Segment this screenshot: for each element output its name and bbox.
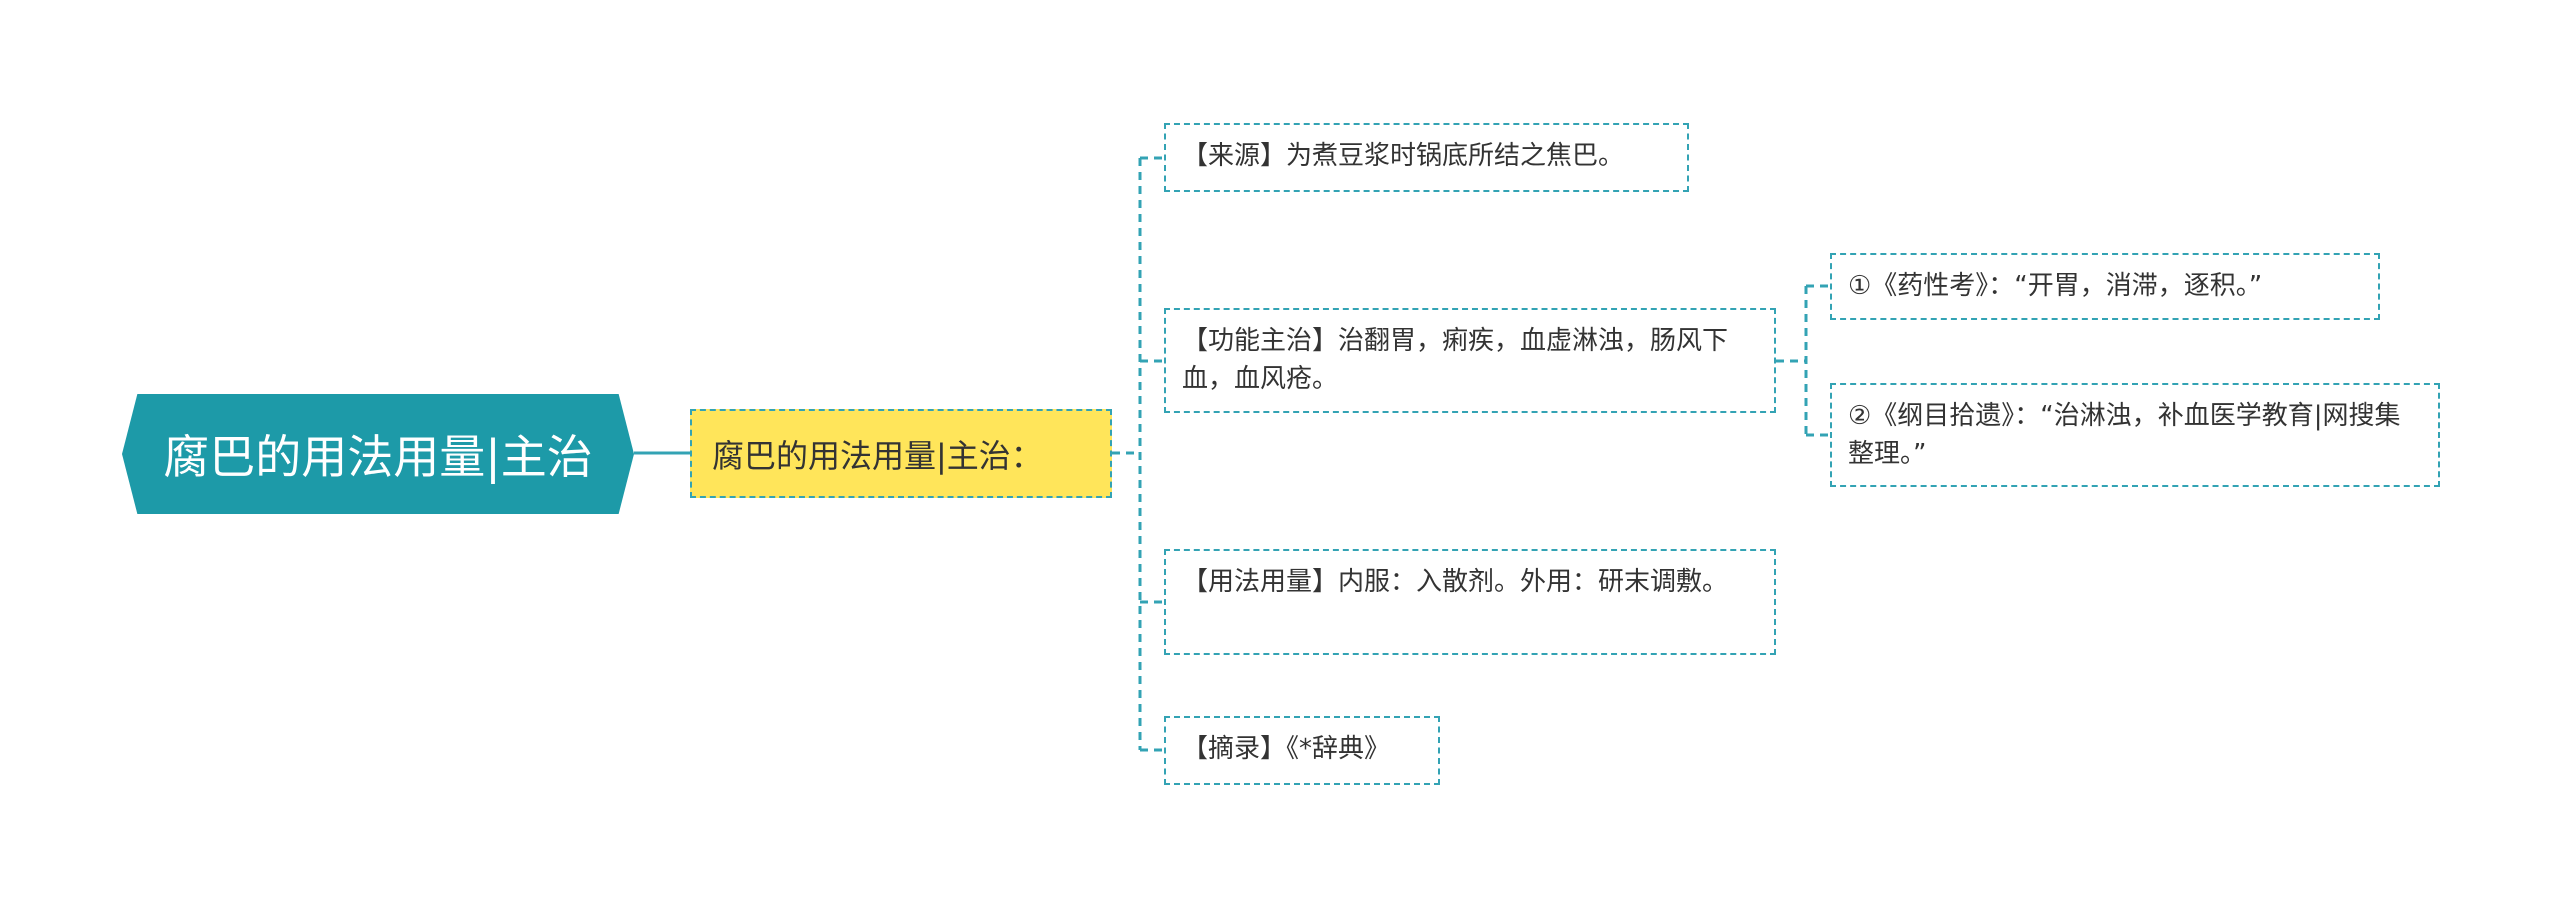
- sub-leaf-yaoxingkao-label: ①《药性考》：“开胃，消滞，逐积。”: [1848, 271, 2263, 301]
- leaf-source[interactable]: 【来源】为煮豆浆时锅底所结之焦巴。: [1164, 123, 1689, 192]
- sub-leaf-gangmu[interactable]: ②《纲目拾遗》：“治淋浊，补血医学教育|网搜集整理。”: [1830, 383, 2440, 487]
- leaf-dosage[interactable]: 【用法用量】内服：入散剂。外用：研末调敷。: [1164, 549, 1776, 655]
- branch-topic-label: 腐巴的用法用量|主治：: [712, 436, 1043, 475]
- leaf-dosage-label: 【用法用量】内服：入散剂。外用：研末调敷。: [1182, 567, 1729, 597]
- sub-leaf-gangmu-label: ②《纲目拾遗》：“治淋浊，补血医学教育|网搜集整理。”: [1848, 401, 2401, 469]
- leaf-excerpt[interactable]: 【摘录】《*辞典》: [1164, 716, 1440, 785]
- leaf-excerpt-label: 【摘录】《*辞典》: [1182, 734, 1391, 764]
- root-topic-label: 腐巴的用法用量|主治: [163, 430, 593, 484]
- root-topic[interactable]: 腐巴的用法用量|主治: [122, 394, 634, 514]
- leaf-source-label: 【来源】为煮豆浆时锅底所结之焦巴。: [1182, 141, 1625, 171]
- sub-leaf-yaoxingkao[interactable]: ①《药性考》：“开胃，消滞，逐积。”: [1830, 253, 2380, 320]
- leaf-function-label: 【功能主治】治翻胃，痢疾，血虚淋浊，肠风下血，血风疮。: [1182, 326, 1729, 394]
- leaf-function[interactable]: 【功能主治】治翻胃，痢疾，血虚淋浊，肠风下血，血风疮。: [1164, 308, 1776, 413]
- branch-topic[interactable]: 腐巴的用法用量|主治：: [690, 409, 1112, 498]
